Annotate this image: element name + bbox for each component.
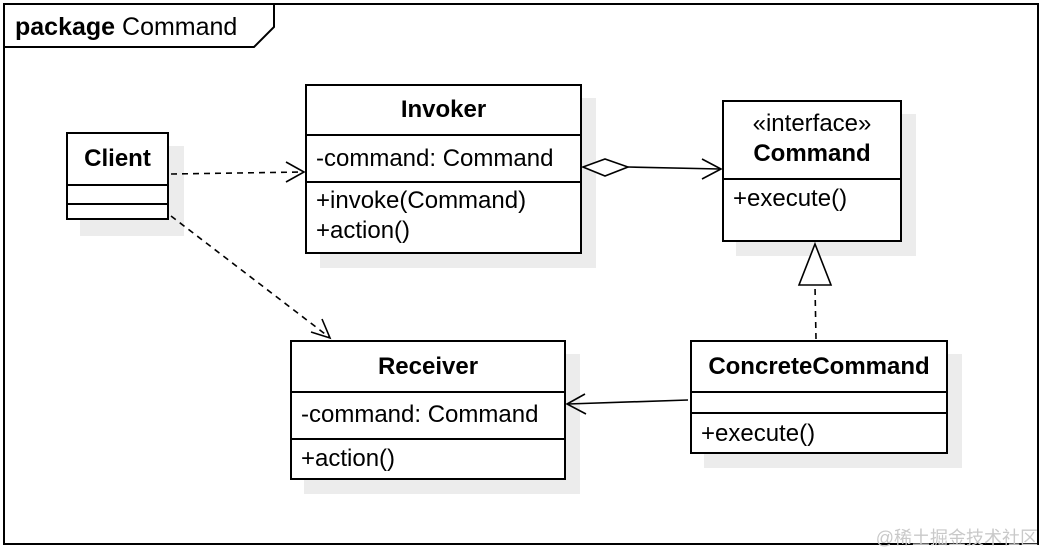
invoker-operation: +invoke(Command) bbox=[316, 187, 527, 214]
command-operations: +execute() bbox=[724, 178, 900, 214]
client-attributes bbox=[68, 184, 167, 203]
receiver-name: Receiver bbox=[377, 353, 479, 380]
client-receiver-dependency bbox=[170, 215, 332, 340]
concrete-command-operations: +execute() bbox=[692, 412, 946, 449]
client-invoker-dependency bbox=[170, 161, 306, 183]
concrete-command-class[interactable]: ConcreteCommand +execute() bbox=[690, 340, 948, 454]
concrete-command-operation: +execute() bbox=[701, 420, 816, 447]
invoker-operations: +invoke(Command) +action() bbox=[307, 181, 580, 246]
package-tab-shape bbox=[3, 3, 275, 48]
receiver-attribute: -command: Command bbox=[301, 401, 539, 428]
invoker-command-aggregation bbox=[580, 158, 723, 180]
invoker-attributes: -command: Command bbox=[307, 134, 580, 181]
concrete-command-name: ConcreteCommand bbox=[708, 353, 930, 380]
concrete-command-realization bbox=[797, 241, 833, 340]
command-interface-class[interactable]: «interface» Command +execute() bbox=[722, 100, 902, 242]
invoker-attribute: -command: Command bbox=[316, 145, 554, 172]
command-name: Command bbox=[753, 140, 871, 167]
client-class[interactable]: Client bbox=[66, 132, 169, 220]
invoker-name: Invoker bbox=[400, 96, 487, 123]
package-label: package Command bbox=[15, 13, 237, 42]
receiver-operations: +action() bbox=[292, 438, 564, 474]
invoker-operation: +action() bbox=[316, 217, 411, 244]
package-frame bbox=[3, 3, 1039, 545]
command-operation: +execute() bbox=[733, 185, 848, 212]
watermark: @稀土掘金技术社区 bbox=[875, 528, 1038, 548]
client-name: Client bbox=[84, 145, 151, 172]
receiver-attributes: -command: Command bbox=[292, 391, 564, 438]
package-keyword: package bbox=[15, 13, 116, 41]
receiver-class[interactable]: Receiver -command: Command +action() bbox=[290, 340, 566, 480]
invoker-class[interactable]: Invoker -command: Command +invoke(Comman… bbox=[305, 84, 582, 254]
package-tab: package Command bbox=[3, 3, 275, 48]
concrete-receiver-association bbox=[565, 393, 689, 415]
client-operations bbox=[68, 203, 167, 218]
command-stereotype: «interface» bbox=[752, 110, 872, 137]
concrete-command-attributes bbox=[692, 391, 946, 412]
receiver-operation: +action() bbox=[301, 445, 396, 472]
package-name: Command bbox=[122, 13, 238, 41]
